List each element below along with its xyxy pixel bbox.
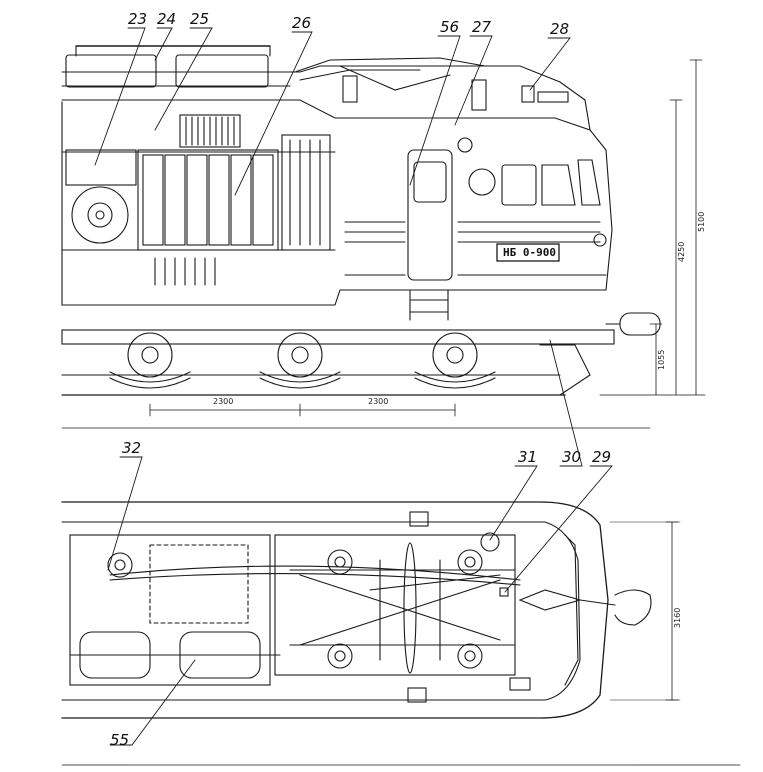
plan-view — [61, 501, 741, 766]
callout-32: 32 — [122, 439, 142, 457]
dimension-axle-base-2: 2300 — [368, 397, 389, 406]
number-plate: НБ 0-900 — [503, 246, 556, 259]
callout-30: 30 — [562, 448, 582, 466]
dimension-axle-base-1: 2300 — [213, 397, 234, 406]
dimension-height-body: 4250 — [677, 241, 686, 262]
callout-28: 28 — [550, 20, 570, 38]
leader-lines — [94, 27, 613, 746]
dimension-height-total: 5100 — [697, 211, 706, 232]
dimension-height-buffer: 1055 — [657, 349, 666, 370]
callout-29: 29 — [592, 448, 612, 466]
callout-25: 25 — [190, 10, 210, 28]
callout-55: 55 — [110, 731, 130, 749]
side-elevation — [61, 45, 706, 429]
callout-24: 24 — [157, 10, 177, 28]
dimension-width-plan: 3160 — [673, 607, 682, 628]
callout-56: 56 — [440, 18, 460, 36]
callout-27: 27 — [472, 18, 492, 36]
callout-31: 31 — [518, 448, 538, 466]
callout-26: 26 — [292, 14, 312, 32]
callout-23: 23 — [128, 10, 148, 28]
